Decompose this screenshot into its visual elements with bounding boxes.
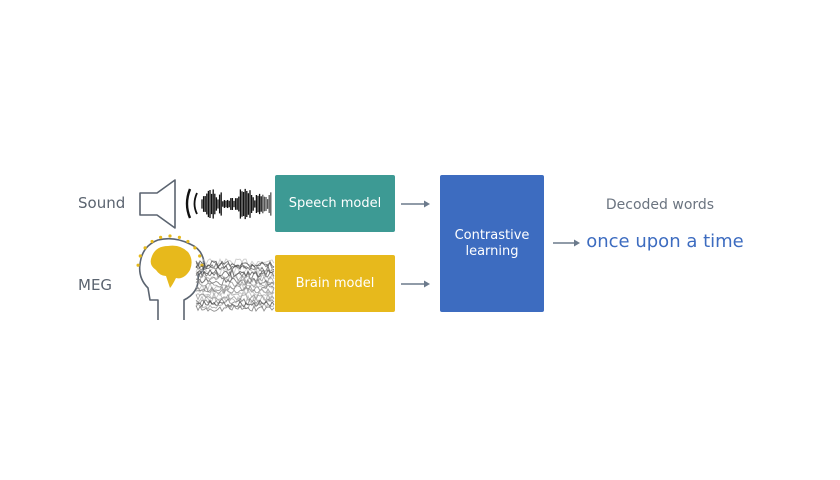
head-with-brain-icon xyxy=(136,234,206,320)
arrow-speech-to-contrastive xyxy=(401,200,430,208)
sound-label: Sound xyxy=(78,194,126,212)
decoded-words-title: Decoded words xyxy=(605,197,715,213)
speech-model-label: Speech model xyxy=(288,196,382,211)
brain-model-label: Brain model xyxy=(295,276,375,291)
decoded-words-text: once upon a time xyxy=(586,231,744,252)
contrastive-learning-box: Contrastive learning xyxy=(440,175,544,312)
arrow-brain-to-contrastive xyxy=(401,280,430,288)
contrastive-learning-label: Contrastive learning xyxy=(454,227,530,259)
meg-label: MEG xyxy=(78,276,113,294)
speech-model-box: Speech model xyxy=(275,175,395,232)
meg-signal-waveform xyxy=(195,258,275,313)
sound-waveform xyxy=(185,188,272,220)
brain-model-box: Brain model xyxy=(275,255,395,312)
arrow-contrastive-to-output xyxy=(553,239,580,247)
speaker-icon xyxy=(139,179,176,229)
meg-sensor-dots xyxy=(136,234,204,267)
